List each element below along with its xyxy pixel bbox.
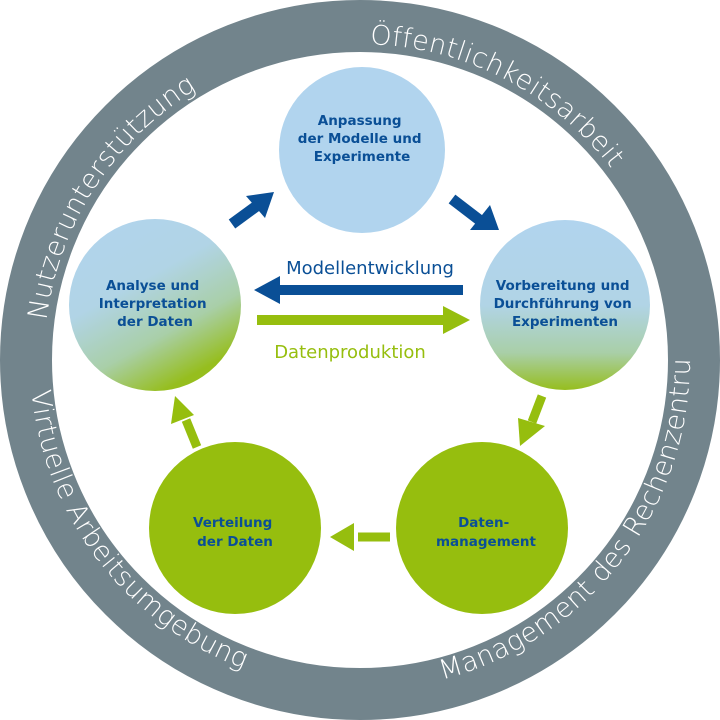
arrow-verteilung-to-analyse (171, 396, 202, 449)
arrow-vorbereitung-to-datenmanagement (518, 394, 547, 446)
svg-text:Verteilung der Daten: Verteilung der Daten (193, 515, 277, 550)
svg-text:Anpassung der Modelle un: Anpassung der Modelle und Experimente (298, 113, 426, 165)
node-vorbereitung: Vorbereitung und Durchführung von Experi… (480, 220, 650, 390)
arrow-datenproduktion (257, 306, 470, 334)
node-datenmanagement: Daten- management (396, 442, 568, 614)
node-analyse: Analyse und Interpretation der Daten (69, 219, 241, 391)
node-anpassung: Anpassung der Modelle und Experimente (279, 67, 445, 233)
arrow-analyse-to-anpassung (228, 192, 274, 229)
arrow-modellentwicklung (254, 276, 463, 304)
arrow-datenmanagement-to-verteilung (330, 523, 390, 551)
flow-label-datenproduktion: Datenproduktion (274, 342, 426, 363)
arrow-anpassung-to-vorbereitung (448, 194, 499, 230)
node-verteilung: Verteilung der Daten (149, 442, 321, 614)
svg-text:Daten- management: Daten- management (436, 515, 537, 550)
svg-text:Vorbereitung und Durchfü: Vorbereitung und Durchführung von Experi… (494, 278, 637, 330)
svg-text:Analyse und Interpretati: Analyse und Interpretation der Daten (99, 278, 212, 330)
flow-label-modellentwicklung: Modellentwicklung (286, 258, 454, 279)
